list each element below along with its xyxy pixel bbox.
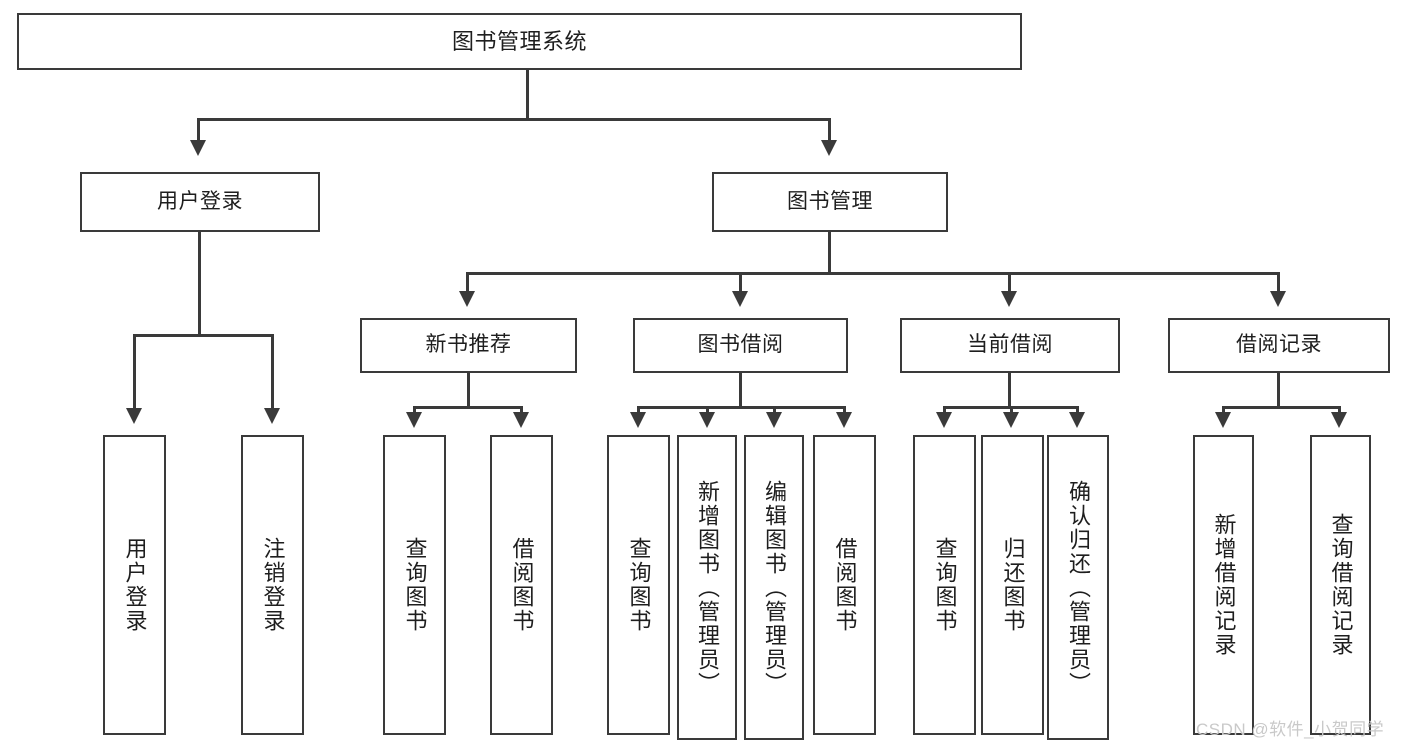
node-label: 图书借阅 xyxy=(697,333,784,357)
connector-book-borrow-stem xyxy=(739,373,742,409)
connector-root-stem xyxy=(526,70,529,118)
connector-root-bar xyxy=(197,118,831,121)
leaf-current-query-book[interactable]: 查询图书 xyxy=(913,435,976,735)
connector-bb-to-query xyxy=(637,406,640,414)
leaf-recommend-borrow-book[interactable]: 借阅图书 xyxy=(490,435,553,735)
node-label: 确认归还（管理员） xyxy=(1065,479,1091,696)
node-label: 新书推荐 xyxy=(425,333,512,357)
leaf-borrow-edit-book[interactable]: 编辑图书（管理员） xyxy=(744,435,804,740)
leaf-current-return-book[interactable]: 归还图书 xyxy=(981,435,1044,735)
connector-new-book-bar xyxy=(413,406,523,409)
connector-to-new-book xyxy=(466,272,469,294)
connector-to-current-borrow xyxy=(1008,272,1011,294)
connector-cb-to-query xyxy=(943,406,946,414)
leaf-borrow-add-book[interactable]: 新增图书（管理员） xyxy=(677,435,737,740)
node-label: 图书管理系统 xyxy=(451,28,587,54)
node-label: 用户登录 xyxy=(122,537,148,633)
arrow-to-book-borrow xyxy=(732,291,748,307)
leaf-user-logout[interactable]: 注销登录 xyxy=(241,435,304,735)
connector-user-login-stem xyxy=(198,232,201,336)
arrow-cb-to-return xyxy=(1003,412,1019,428)
connector-user-login-to-logout xyxy=(271,334,274,412)
connector-br-to-add xyxy=(1222,406,1225,414)
arrow-user-login-to-logout xyxy=(264,408,280,424)
leaf-borrow-query-book[interactable]: 查询图书 xyxy=(607,435,670,735)
connector-book-management-stem xyxy=(828,232,831,274)
arrow-bb-to-edit xyxy=(766,412,782,428)
connector-borrow-record-stem xyxy=(1277,373,1280,409)
arrow-to-current-borrow xyxy=(1001,291,1017,307)
connector-user-login-to-login xyxy=(133,334,136,412)
connector-bb-to-add xyxy=(706,406,709,414)
node-label: 图书管理 xyxy=(787,189,873,213)
node-label: 新增图书（管理员） xyxy=(694,479,720,696)
node-label: 借阅记录 xyxy=(1236,333,1322,357)
arrow-new-book-to-query xyxy=(406,412,422,428)
arrow-user-login-to-login xyxy=(126,408,142,424)
connector-bb-to-borrow xyxy=(843,406,846,414)
node-label: 编辑图书（管理员） xyxy=(761,479,787,696)
arrow-bb-to-borrow xyxy=(836,412,852,428)
connector-new-book-to-borrow xyxy=(520,406,523,414)
connector-bb-to-edit xyxy=(773,406,776,414)
arrow-cb-to-confirm xyxy=(1069,412,1085,428)
connector-book-borrow-bar xyxy=(637,406,846,409)
node-label: 查询借阅记录 xyxy=(1328,513,1354,657)
connector-to-borrow-record xyxy=(1277,272,1280,294)
connector-current-borrow-stem xyxy=(1008,373,1011,409)
arrow-to-new-book xyxy=(459,291,475,307)
arrow-to-borrow-record xyxy=(1270,291,1286,307)
node-label: 借阅图书 xyxy=(509,537,535,633)
connector-new-book-stem xyxy=(467,373,470,409)
leaf-user-login[interactable]: 用户登录 xyxy=(103,435,166,735)
connector-cb-to-return xyxy=(1010,406,1013,414)
leaf-record-query[interactable]: 查询借阅记录 xyxy=(1310,435,1371,735)
leaf-record-add[interactable]: 新增借阅记录 xyxy=(1193,435,1254,735)
node-current-borrow[interactable]: 当前借阅 xyxy=(900,318,1120,373)
arrow-root-to-book-manage xyxy=(821,140,837,156)
connector-to-book-borrow xyxy=(739,272,742,294)
arrow-root-to-user-login xyxy=(190,140,206,156)
arrow-br-to-add xyxy=(1215,412,1231,428)
node-book-management[interactable]: 图书管理 xyxy=(712,172,948,232)
leaf-borrow-borrow-book[interactable]: 借阅图书 xyxy=(813,435,876,735)
connector-user-login-bar xyxy=(133,334,274,337)
connector-root-to-user-login xyxy=(197,118,200,144)
node-label: 查询图书 xyxy=(626,537,652,633)
arrow-br-to-query xyxy=(1331,412,1347,428)
node-root-system[interactable]: 图书管理系统 xyxy=(17,13,1022,70)
connector-new-book-to-query xyxy=(413,406,416,414)
node-label: 查询图书 xyxy=(402,537,428,633)
node-label: 归还图书 xyxy=(1000,537,1026,633)
leaf-current-confirm-return[interactable]: 确认归还（管理员） xyxy=(1047,435,1109,740)
node-book-borrow[interactable]: 图书借阅 xyxy=(633,318,848,373)
node-label: 用户登录 xyxy=(157,189,243,213)
node-label: 借阅图书 xyxy=(832,537,858,633)
arrow-new-book-to-borrow xyxy=(513,412,529,428)
node-user-login[interactable]: 用户登录 xyxy=(80,172,320,232)
node-label: 当前借阅 xyxy=(967,333,1053,357)
arrow-cb-to-query xyxy=(936,412,952,428)
node-label: 查询图书 xyxy=(932,537,958,633)
connector-book-management-bar xyxy=(466,272,1280,275)
node-label: 注销登录 xyxy=(260,537,286,633)
connector-br-to-query xyxy=(1338,406,1341,414)
node-label: 新增借阅记录 xyxy=(1211,513,1237,657)
node-new-book-recommend[interactable]: 新书推荐 xyxy=(360,318,577,373)
leaf-recommend-query-book[interactable]: 查询图书 xyxy=(383,435,446,735)
arrow-bb-to-query xyxy=(630,412,646,428)
connector-cb-to-confirm xyxy=(1076,406,1079,414)
node-borrow-record[interactable]: 借阅记录 xyxy=(1168,318,1390,373)
connector-root-to-book-manage xyxy=(828,118,831,144)
connector-borrow-record-bar xyxy=(1222,406,1341,409)
arrow-bb-to-add xyxy=(699,412,715,428)
